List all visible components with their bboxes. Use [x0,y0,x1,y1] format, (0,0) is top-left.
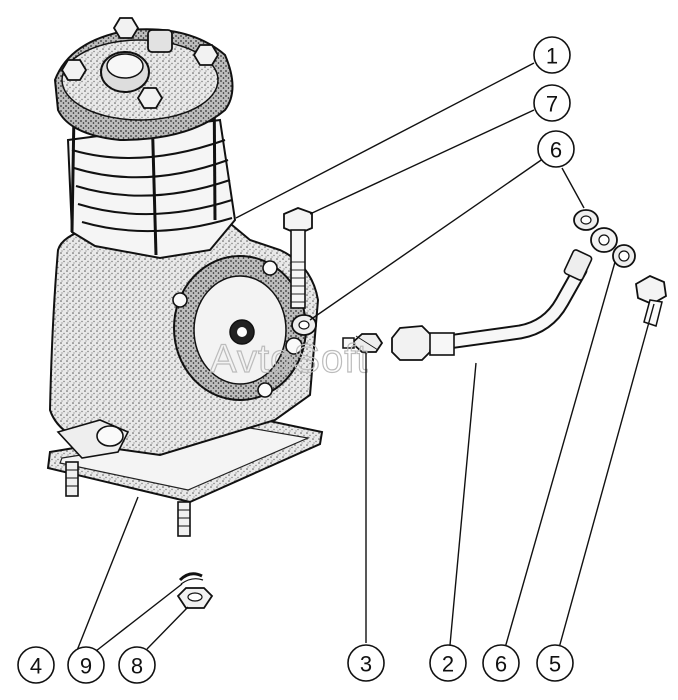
banjo-bolt-part-5 [635,274,667,327]
bolt-part-7 [283,207,313,309]
callout-4: 4 [17,646,55,684]
callout-1: 1 [533,36,571,74]
nut-part-8 [176,587,214,609]
callout-6-top: 6 [537,130,575,168]
callout-label: 6 [550,138,562,163]
oil-tube-part-2 [391,227,618,361]
callout-8: 8 [118,646,156,684]
callout-2: 2 [429,644,467,682]
callout-3: 3 [347,644,385,682]
callout-9: 9 [67,646,105,684]
leader-lines [75,62,655,654]
union-fitting-part-3 [342,333,384,353]
compressor-assembly [46,17,324,537]
callout-label: 6 [495,652,507,677]
callout-label: 2 [442,652,454,677]
callout-label: 7 [546,92,558,117]
callout-label: 9 [80,654,92,679]
callout-label: 1 [546,44,558,69]
callout-label: 5 [549,652,561,677]
watermark-text: AvtoSoft [210,337,368,381]
spring-washer-part-9 [178,572,204,585]
callout-6-bottom: 6 [482,644,520,682]
callout-7: 7 [533,84,571,122]
callout-5: 5 [536,644,574,682]
callout-label: 8 [131,654,143,679]
callout-label: 4 [30,654,42,679]
callout-label: 3 [360,652,372,677]
